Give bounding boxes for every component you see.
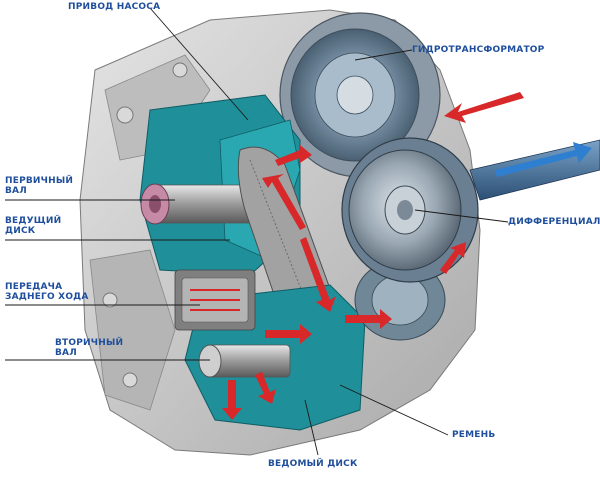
leader-lines [5, 7, 509, 456]
label-secondary-shaft: ВТОРИЧНЫЙ ВАЛ [55, 338, 124, 358]
label-reverse-gear: ПЕРЕДАЧА ЗАДНЕГО ХОДА [5, 282, 89, 302]
power-flow-arrows [222, 92, 524, 420]
flow-arrow-icon [300, 237, 336, 312]
torque-converter [279, 12, 441, 178]
label-differential: ДИФФЕРЕНЦИАЛ [508, 217, 600, 227]
label-pump-drive: ПРИВОД НАСОСА [68, 2, 161, 12]
flow-arrow-icon [255, 372, 276, 404]
flow-arrow-icon [262, 174, 306, 230]
flow-arrow-icon [345, 309, 392, 329]
label-primary-shaft: ПЕРВИЧНЫЙ ВАЛ [5, 176, 74, 196]
label-torque-converter: ГИДРОТРАНСФОРМАТОР [412, 45, 545, 55]
input-arrow-icon [444, 92, 524, 123]
flow-arrow-icon [265, 324, 312, 344]
flow-arrow-icon [440, 242, 466, 274]
label-belt: РЕМЕНЬ [452, 430, 496, 440]
differential [341, 137, 479, 283]
label-driven-disc: ВЕДОМЫЙ ДИСК [268, 459, 358, 469]
primary-shaft [140, 183, 271, 225]
flow-arrow-icon [222, 380, 242, 420]
flow-arrow-icon [275, 145, 312, 166]
reverse-gear-set [174, 269, 256, 331]
label-drive-disc: ВЕДУЩИЙ ДИСК [5, 216, 62, 236]
output-arrow-icon [495, 142, 592, 177]
